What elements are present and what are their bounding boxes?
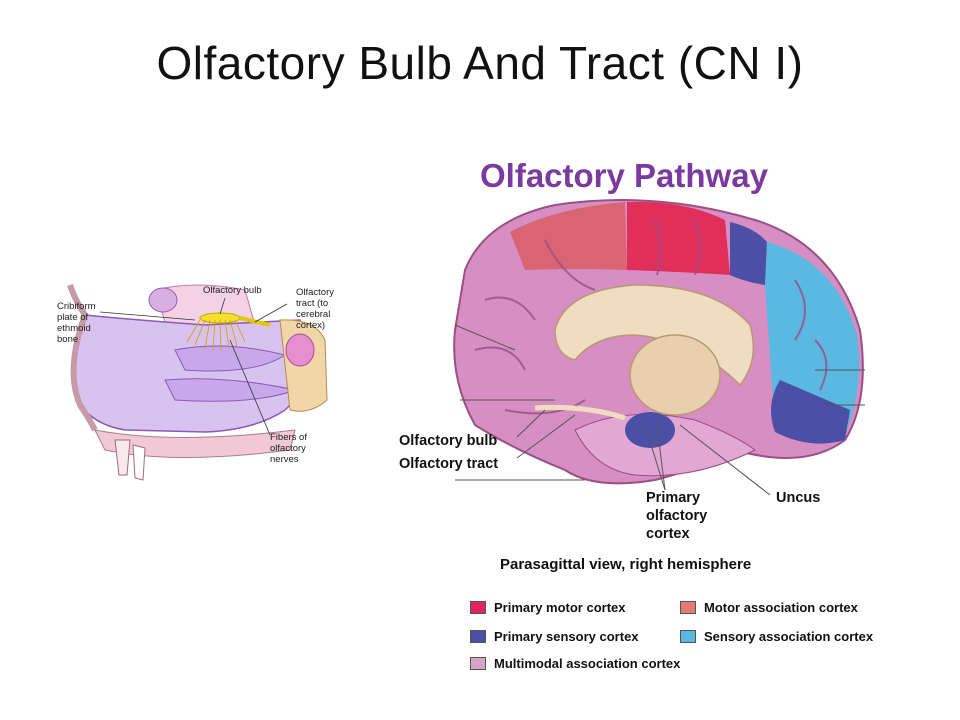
legend-item: Motor association cortex xyxy=(680,598,858,616)
legend-swatch xyxy=(680,600,696,614)
slide-title: Olfactory Bulb And Tract (CN I) xyxy=(156,37,804,89)
uncus-label: Uncus xyxy=(776,490,821,506)
legend-swatch xyxy=(470,629,486,643)
olfactory-tract xyxy=(534,404,626,421)
nasal-cavity xyxy=(72,314,308,433)
olfactory-nerve-fibers xyxy=(186,319,246,351)
legend-swatch xyxy=(470,600,486,614)
legend: Primary motor cortex Motor association c… xyxy=(470,598,900,678)
legend-item: Sensory association cortex xyxy=(680,627,873,645)
olfactory-tract-label: Olfactory tract xyxy=(399,456,499,472)
brain-illustration xyxy=(453,199,865,496)
nasal-cavity-illustration xyxy=(67,284,328,481)
frontal-sinus xyxy=(148,287,178,313)
olfactory-nerve-fibers-label: Fibers of olfactory nerves xyxy=(270,432,307,465)
olfactory-bulb-label-left: Olfactory bulb xyxy=(203,285,262,296)
legend-item: Primary motor cortex xyxy=(470,598,626,616)
primary-olfactory-cortex-label: Primary olfactory cortex xyxy=(646,490,708,542)
primary-olfactory-cortex xyxy=(625,412,675,448)
olfactory-tract-label-left: Olfactory tract (to cerebral cortex) xyxy=(296,287,335,331)
primary-sensory-cortex-occipital xyxy=(771,380,850,444)
legend-item: Multimodal association cortex xyxy=(470,654,680,672)
sphenoid-sinus xyxy=(285,333,315,367)
figure-heading: Olfactory Pathway xyxy=(480,157,768,194)
nose-outline xyxy=(67,284,98,432)
motor-association-cortex xyxy=(510,202,627,270)
cribriform-plate-label: Cribiform plate of ethmoid bone xyxy=(57,301,96,345)
primary-sensory-cortex xyxy=(730,222,767,285)
thalamus xyxy=(629,334,721,416)
legend-item: Primary sensory cortex xyxy=(470,627,639,645)
legend-swatch xyxy=(470,656,486,670)
primary-motor-cortex xyxy=(627,201,730,275)
olfactory-bulb-label: Olfactory bulb xyxy=(399,433,498,449)
olfactory-tract xyxy=(239,316,271,327)
corpus-callosum xyxy=(554,284,755,387)
tooth xyxy=(132,444,146,481)
figure-caption: Parasagittal view, right hemisphere xyxy=(500,556,752,573)
tooth xyxy=(114,439,131,476)
legend-swatch xyxy=(680,629,696,643)
